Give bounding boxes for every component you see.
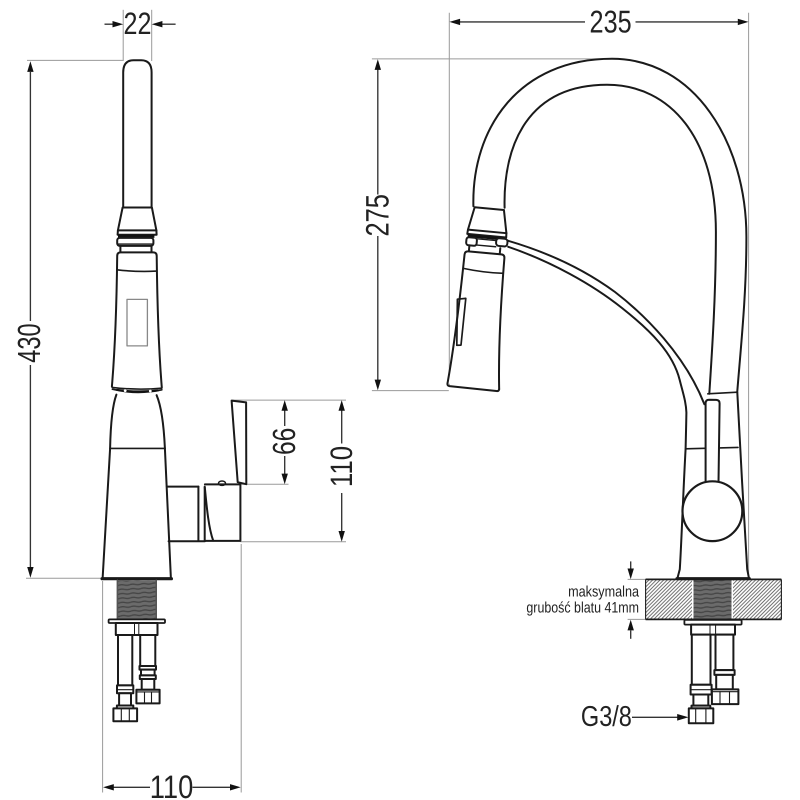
svg-text:22: 22 bbox=[124, 6, 152, 41]
svg-text:maksymalna: maksymalna bbox=[568, 584, 639, 601]
svg-text:66: 66 bbox=[266, 428, 302, 455]
svg-text:G3/8: G3/8 bbox=[581, 701, 632, 733]
svg-text:430: 430 bbox=[11, 323, 47, 362]
svg-text:275: 275 bbox=[359, 194, 395, 237]
svg-text:235: 235 bbox=[590, 3, 632, 39]
svg-text:grubość blatu 41mm: grubość blatu 41mm bbox=[526, 599, 639, 616]
svg-text:110: 110 bbox=[150, 769, 194, 800]
svg-text:110: 110 bbox=[324, 446, 359, 487]
